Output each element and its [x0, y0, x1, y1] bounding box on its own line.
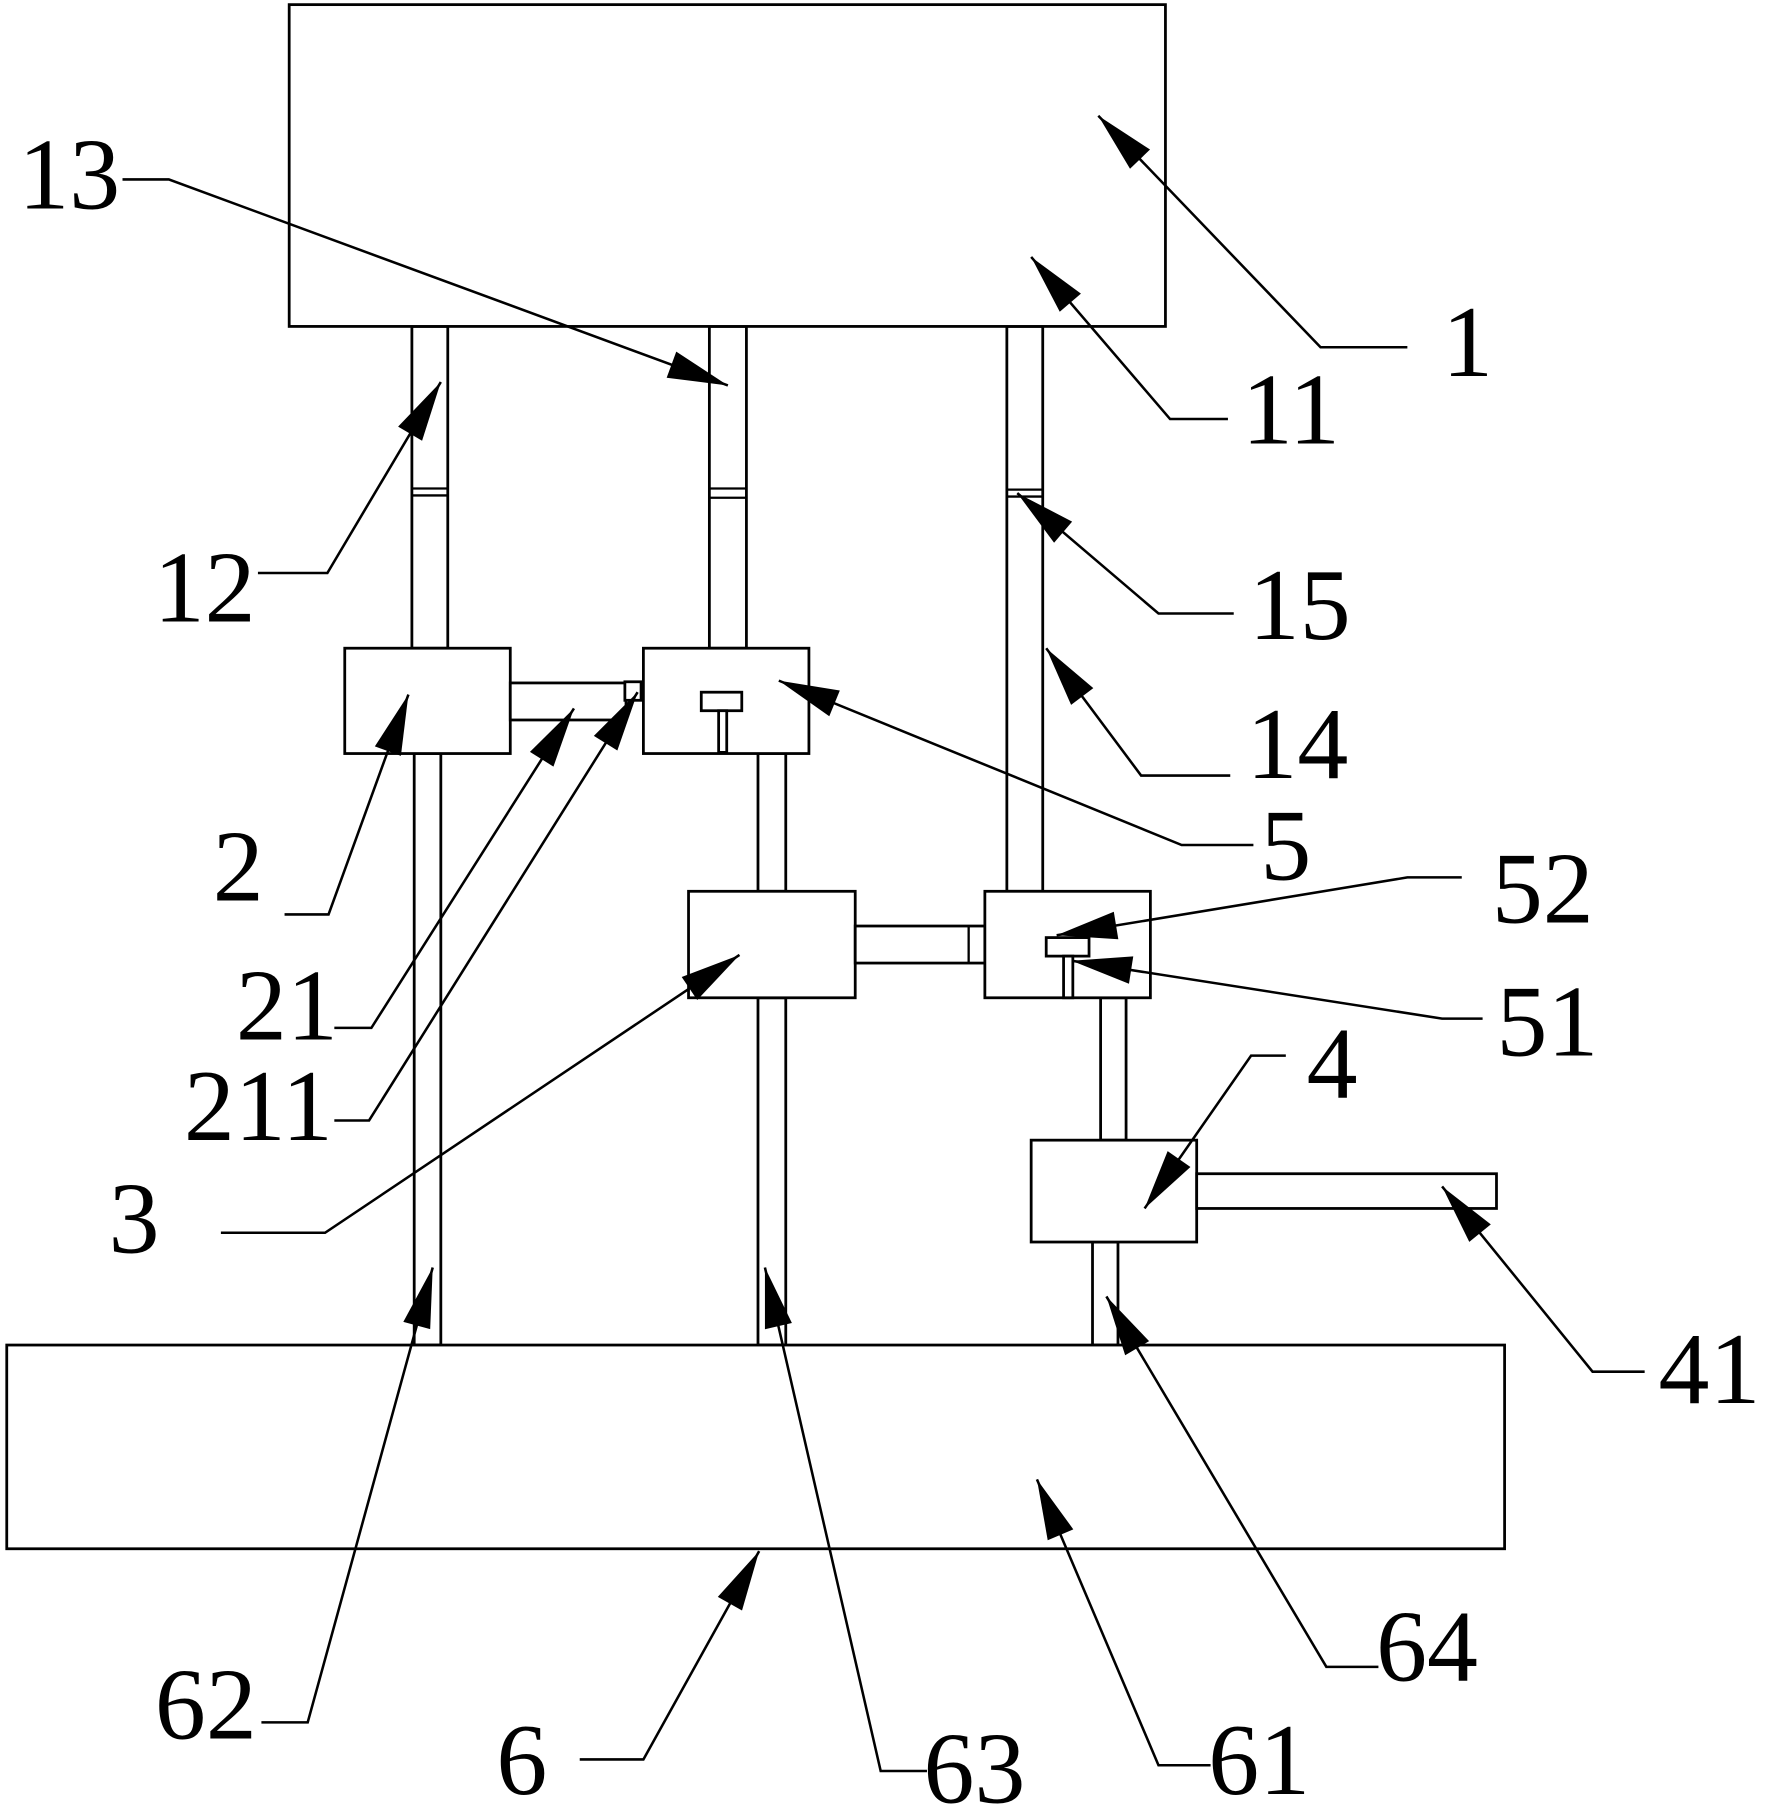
callout-labels-layer: 13 1 11 12 15 14 5 52 51 2 21 211 3 4 41…: [18, 118, 1760, 1815]
top-block: [287, 3, 1167, 328]
callout-label-1: 1: [1442, 286, 1493, 399]
middle-mid-rod: [756, 752, 788, 893]
right-box-inner-stem-51: [1062, 954, 1075, 1000]
arrowhead-4: [1144, 1151, 1191, 1209]
callout-label-62: 62: [155, 1649, 257, 1762]
callout-label-4: 4: [1307, 1007, 1358, 1120]
callout-label-21: 21: [236, 949, 338, 1062]
leader-line-12: [257, 381, 442, 575]
leader-line-63: [763, 1267, 927, 1773]
leader-line-2: [284, 694, 410, 916]
base-block: [5, 1343, 1506, 1551]
arrowhead-15: [1017, 493, 1073, 543]
arrowhead-61: [1036, 1479, 1074, 1541]
callout-label-14: 14: [1246, 688, 1348, 801]
right-lower-rod: [1091, 1240, 1120, 1347]
arrowhead-11: [1031, 256, 1081, 312]
leader-line-64: [1105, 1295, 1379, 1669]
leader-line-41: [1441, 1185, 1645, 1373]
leader-line-51: [1071, 959, 1483, 1020]
callout-label-5: 5: [1260, 790, 1311, 903]
arrowhead-13: [666, 351, 728, 386]
arrowhead-6: [717, 1551, 760, 1611]
leader-line-1: [1097, 114, 1408, 349]
leader-line-14: [1045, 647, 1231, 777]
right-mid-rod: [1099, 996, 1128, 1142]
arrowhead-41: [1442, 1186, 1491, 1242]
leader-line-4: [1143, 1054, 1286, 1210]
leader-line-13: [122, 178, 729, 387]
arrowhead-14: [1046, 648, 1094, 705]
right-box-inner-head-52: [1044, 936, 1091, 958]
leader-line-15: [1016, 492, 1234, 615]
callout-label-64: 64: [1376, 1591, 1478, 1704]
arrowhead-211: [593, 692, 638, 751]
leader-line-21: [334, 707, 576, 1030]
leader-lines-layer: [122, 114, 1645, 1773]
callout-label-2: 2: [213, 811, 264, 924]
upper-box-inner-head: [699, 690, 744, 713]
leader-line-52: [1056, 876, 1462, 937]
arrowhead-5: [778, 680, 840, 717]
callout-label-3: 3: [109, 1162, 160, 1275]
arrowhead-12: [398, 381, 441, 441]
connector-bar-21: [508, 681, 628, 722]
arrowhead-63: [764, 1267, 792, 1330]
callout-label-63: 63: [924, 1712, 1026, 1815]
callout-label-211: 211: [184, 1050, 333, 1163]
leader-line-211: [334, 691, 639, 1122]
arrowhead-52: [1056, 911, 1119, 940]
leader-line-62: [261, 1267, 434, 1724]
leader-line-3: [220, 953, 741, 1235]
connector-bar-3: [853, 924, 987, 965]
upper-box-inner-stem: [717, 709, 729, 754]
left-lower-rod: [412, 752, 443, 1347]
slider-box-2: [343, 646, 512, 755]
slider-box-3: [687, 889, 857, 1000]
leader-line-5: [778, 679, 1254, 847]
parts-layer: [5, 3, 1506, 1551]
callout-label-61: 61: [1208, 1704, 1310, 1815]
callout-label-41: 41: [1659, 1313, 1761, 1426]
callout-label-51: 51: [1496, 966, 1598, 1079]
arrowhead-1: [1098, 115, 1151, 169]
leader-line-61: [1035, 1478, 1211, 1767]
arrowhead-21: [529, 708, 574, 767]
arrowhead-64: [1106, 1296, 1150, 1356]
callout-label-12: 12: [154, 532, 256, 645]
arrowhead-62: [403, 1267, 433, 1330]
callout-label-13: 13: [18, 118, 120, 231]
arrowhead-51: [1071, 956, 1134, 984]
arrowhead-3: [681, 954, 740, 1000]
callout-label-6: 6: [496, 1704, 547, 1815]
leader-line-6: [579, 1550, 761, 1761]
callout-label-52: 52: [1492, 833, 1594, 946]
right-upper-rod: [1005, 325, 1045, 893]
callout-label-15: 15: [1249, 549, 1351, 662]
arrowhead-2: [374, 694, 409, 756]
leader-line-11: [1030, 256, 1228, 421]
callout-label-11: 11: [1242, 353, 1340, 466]
